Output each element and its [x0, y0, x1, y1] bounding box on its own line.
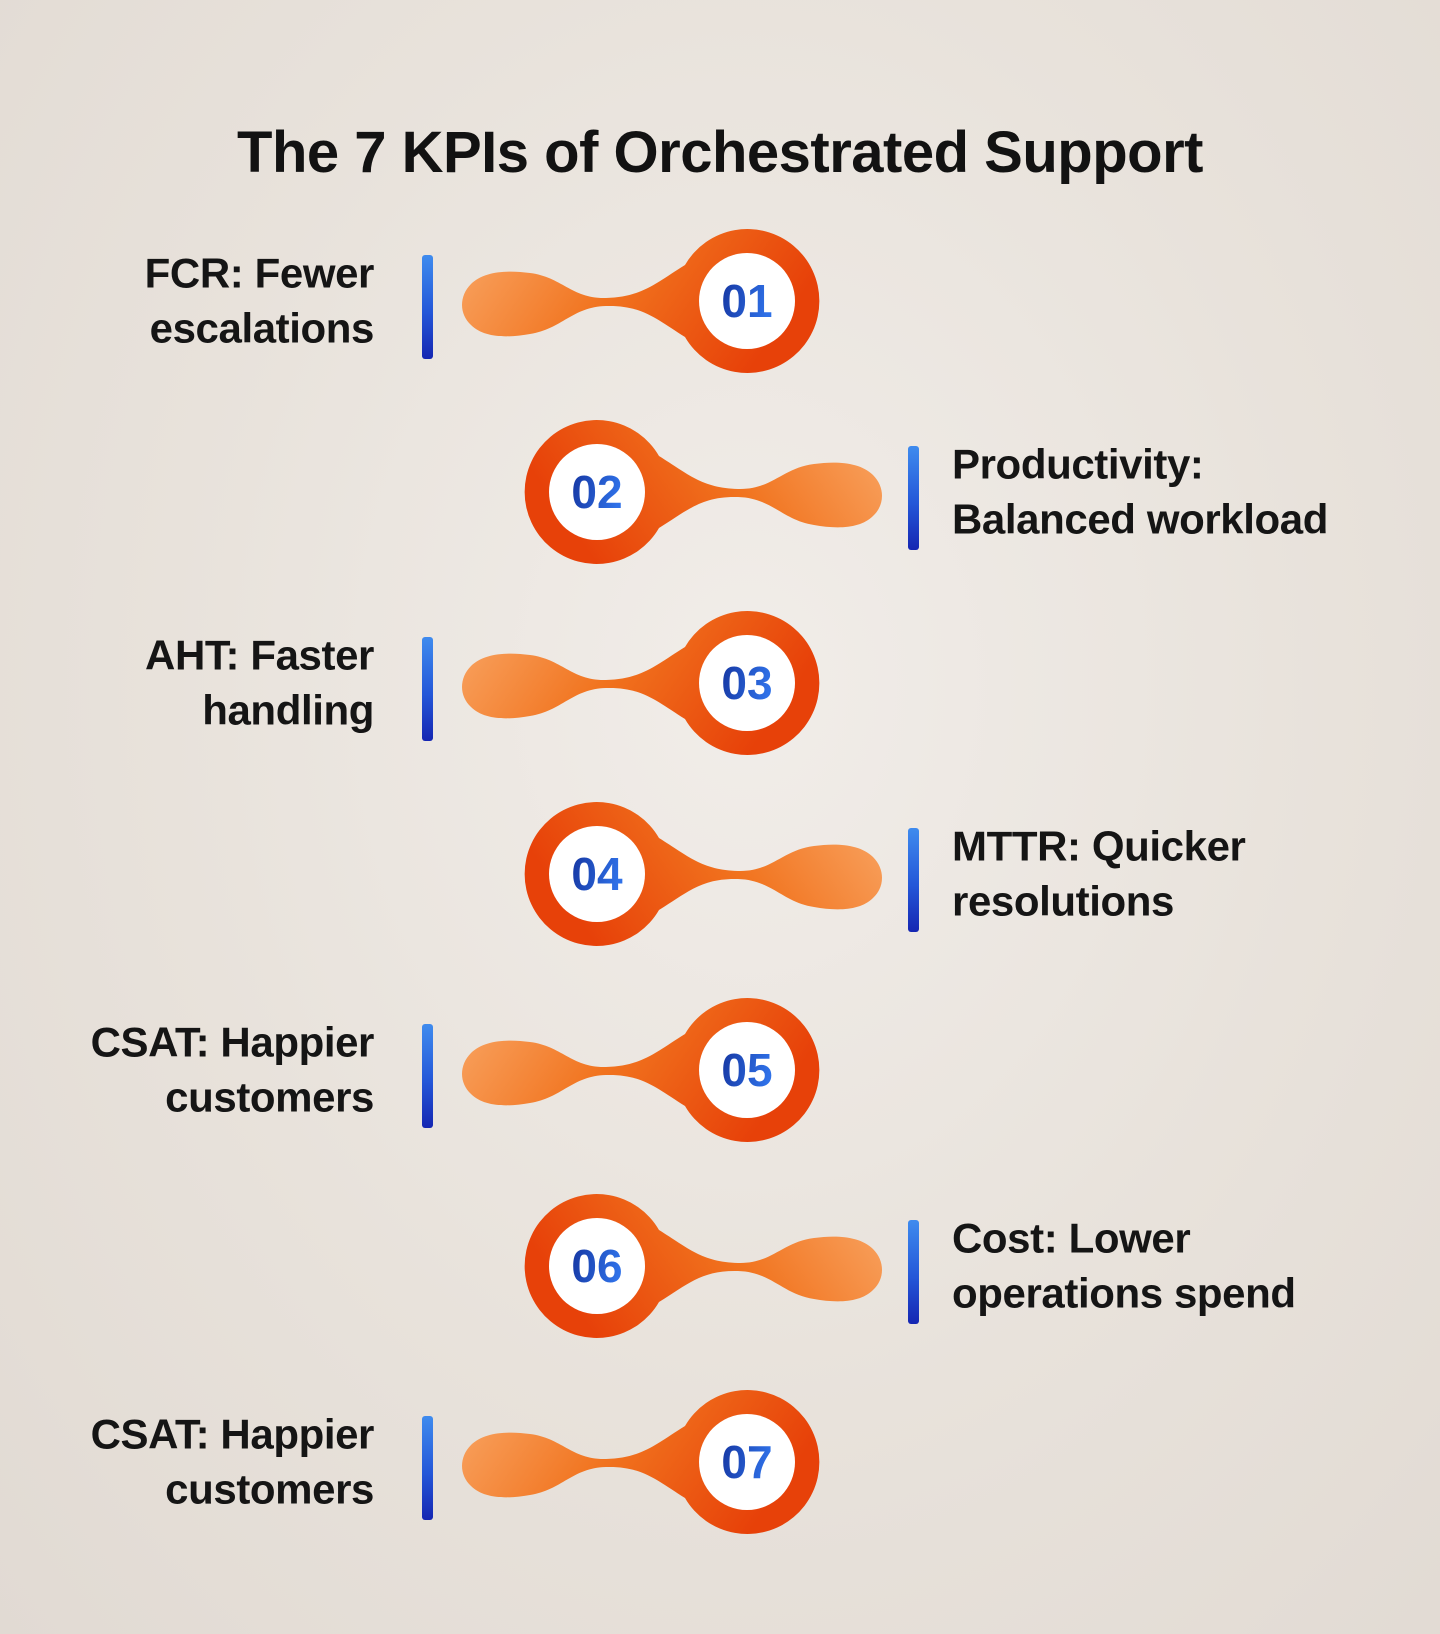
- kpi-label-line1: AHT: Faster: [145, 631, 374, 679]
- kpi-label: MTTR: Quicker resolutions: [952, 819, 1432, 930]
- comet-marker-icon: 02: [524, 420, 882, 564]
- number-badge: [699, 1022, 795, 1118]
- kpi-number: 01: [721, 275, 772, 327]
- kpi-number: 05: [721, 1044, 772, 1096]
- kpi-row-5: CSAT: Happier customers 05: [0, 995, 1440, 1145]
- accent-bar: [908, 828, 919, 932]
- kpi-label-line2: escalations: [149, 305, 375, 352]
- kpi-label-line2: resolutions: [952, 878, 1174, 925]
- kpi-number: 04: [571, 848, 623, 900]
- accent-bar: [422, 255, 433, 359]
- kpi-label: FCR: Fewer escalations: [40, 246, 375, 357]
- number-badge: [549, 444, 645, 540]
- kpi-label-line1: MTTR: Quicker: [952, 822, 1246, 870]
- kpi-label-line2: customers: [165, 1466, 374, 1513]
- accent-bar: [422, 1416, 433, 1520]
- kpi-label-line2: handling: [202, 687, 374, 734]
- kpi-number: 07: [721, 1436, 772, 1488]
- kpi-label: Cost: Lower operations spend: [952, 1211, 1432, 1322]
- kpi-label-line1: FCR: Fewer: [144, 249, 375, 297]
- kpi-label: AHT: Faster handling: [40, 628, 374, 739]
- accent-bar: [422, 637, 433, 741]
- kpi-label-line2: customers: [165, 1074, 374, 1121]
- kpi-label-line2: operations spend: [952, 1270, 1296, 1317]
- kpi-number: 06: [571, 1240, 622, 1292]
- number-badge: [699, 635, 795, 731]
- kpi-label-line1: Cost: Lower: [952, 1214, 1191, 1262]
- kpi-row-4: 04 MTTR: Quicker resolutions: [0, 799, 1440, 949]
- number-badge: [699, 253, 795, 349]
- number-badge: [549, 826, 645, 922]
- kpi-label-line2: Balanced workload: [952, 496, 1328, 543]
- kpi-label-line1: CSAT: Happier: [90, 1018, 375, 1066]
- kpi-label-line1: Productivity:: [952, 440, 1204, 488]
- kpi-label: CSAT: Happier customers: [40, 1407, 375, 1518]
- number-badge: [549, 1218, 645, 1314]
- comet-marker-icon: 06: [524, 1194, 882, 1338]
- kpi-row-7: CSAT: Happier customers 07: [0, 1387, 1440, 1537]
- comet-marker-icon: 04: [524, 802, 882, 946]
- page-title: The 7 KPIs of Orchestrated Support: [237, 119, 1203, 185]
- kpi-label: CSAT: Happier customers: [40, 1015, 375, 1126]
- accent-bar: [908, 446, 919, 550]
- comet-marker-icon: 03: [462, 611, 820, 755]
- kpi-row-6: 06 Cost: Lower operations spend: [0, 1191, 1440, 1341]
- kpi-row-2: 02 Productivity: Balanced workload: [0, 417, 1440, 567]
- comet-marker-icon: 05: [462, 998, 820, 1142]
- kpi-row-3: AHT: Faster handling 03: [0, 608, 1440, 758]
- kpi-label-line1: CSAT: Happier: [90, 1410, 375, 1458]
- comet-marker-icon: 07: [462, 1390, 820, 1534]
- kpi-row-1: FCR: Fewer escalations 01: [0, 226, 1440, 376]
- accent-bar: [422, 1024, 433, 1128]
- number-badge: [699, 1414, 795, 1510]
- kpi-number: 03: [721, 657, 772, 709]
- comet-marker-icon: 01: [462, 229, 820, 373]
- kpi-label: Productivity: Balanced workload: [952, 437, 1432, 548]
- accent-bar: [908, 1220, 919, 1324]
- kpi-number: 02: [571, 466, 622, 518]
